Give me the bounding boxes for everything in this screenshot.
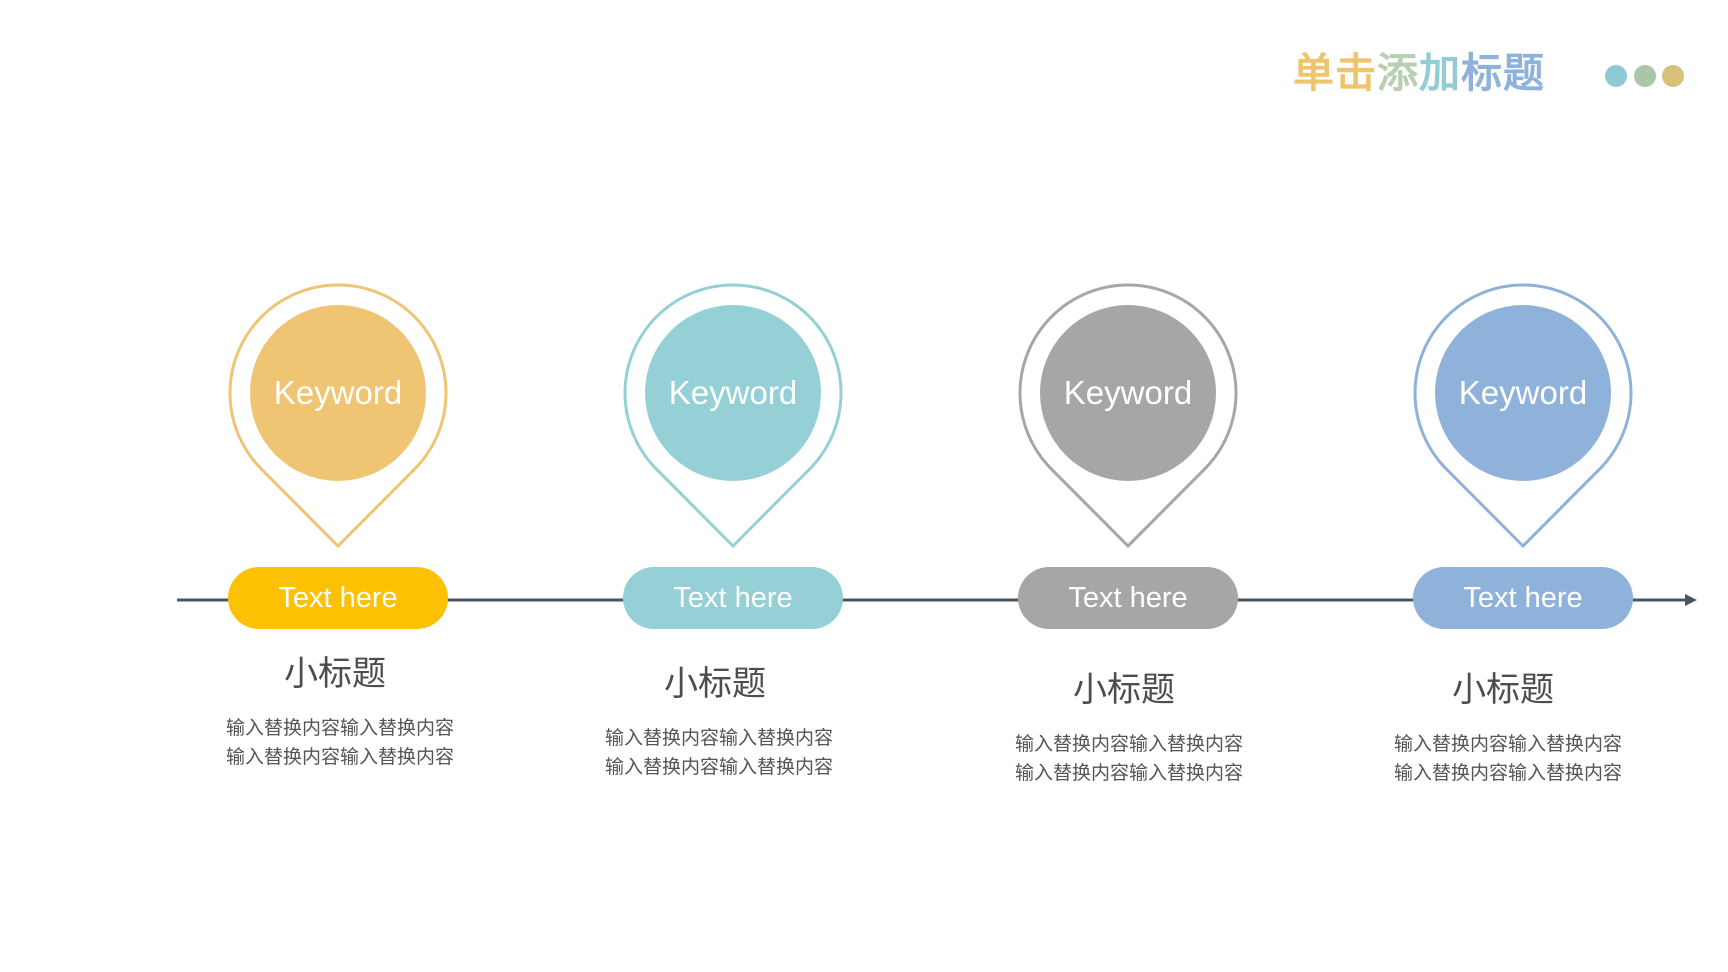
- desc-line: 输入替换内容输入替换内容: [604, 727, 833, 749]
- step-subtitle: 小标题: [1073, 670, 1175, 710]
- step-keyword: Keyword: [273, 374, 403, 411]
- step-description: 输入替换内容输入替换内容 输入替换内容输入替换内容: [210, 714, 470, 772]
- pin-inner-circle: [645, 305, 821, 481]
- step-label-pill: Text here: [1018, 567, 1238, 629]
- step-keyword: Keyword: [1063, 374, 1193, 411]
- title-char: 击: [1335, 49, 1377, 97]
- desc-line: 输入替换内容输入替换内容: [225, 717, 454, 739]
- decor-dot: [1662, 65, 1684, 87]
- slide-title: 单击添加标题: [1293, 48, 1545, 98]
- title-char: 题: [1503, 49, 1545, 97]
- pin-inner-circle: [1435, 305, 1611, 481]
- step-label-pill: Text here: [228, 567, 448, 629]
- step-description: 输入替换内容输入替换内容 输入替换内容输入替换内容: [999, 730, 1259, 788]
- title-char: 加: [1419, 49, 1461, 97]
- decor-dot: [1634, 65, 1656, 87]
- desc-line: 输入替换内容输入替换内容: [1393, 733, 1622, 755]
- step-subtitle: 小标题: [284, 654, 386, 694]
- title-char: 添: [1377, 49, 1419, 97]
- title-char: 标: [1461, 49, 1503, 97]
- step-keyword: Keyword: [668, 374, 798, 411]
- step-description: 输入替换内容输入替换内容 输入替换内容输入替换内容: [589, 724, 849, 782]
- desc-line: 输入替换内容输入替换内容: [1014, 762, 1243, 784]
- pin-inner-circle: [250, 305, 426, 481]
- timeline-arrowhead: [1685, 594, 1697, 606]
- desc-line: 输入替换内容输入替换内容: [1393, 762, 1622, 784]
- desc-line: 输入替换内容输入替换内容: [1014, 733, 1243, 755]
- step-label-pill: Text here: [623, 567, 843, 629]
- step-subtitle: 小标题: [664, 664, 766, 704]
- step-keyword: Keyword: [1458, 374, 1588, 411]
- decor-dot: [1605, 65, 1627, 87]
- step-label-pill: Text here: [1413, 567, 1633, 629]
- title-char: 单: [1293, 49, 1335, 97]
- pin-inner-circle: [1040, 305, 1216, 481]
- step-subtitle: 小标题: [1452, 670, 1554, 710]
- step-description: 输入替换内容输入替换内容 输入替换内容输入替换内容: [1378, 730, 1638, 788]
- desc-line: 输入替换内容输入替换内容: [225, 746, 454, 768]
- desc-line: 输入替换内容输入替换内容: [604, 756, 833, 778]
